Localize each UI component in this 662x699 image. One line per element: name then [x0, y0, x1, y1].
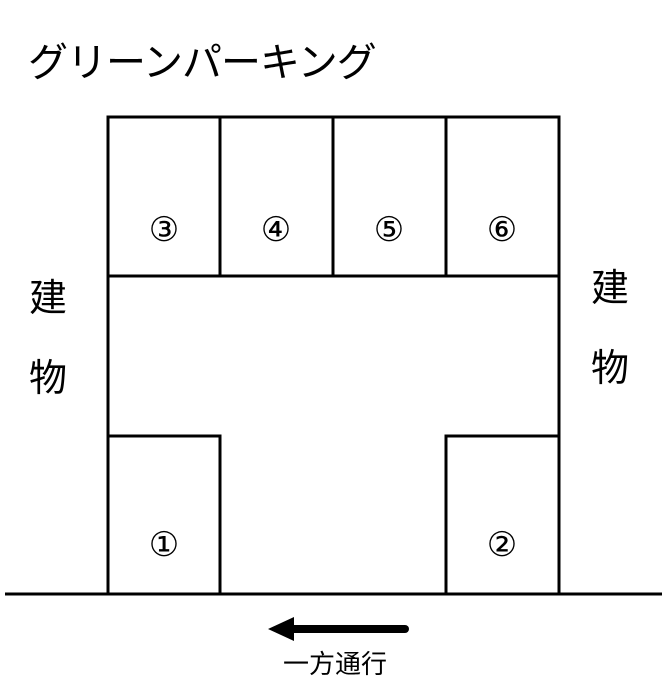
parking-space-1-label: ① [148, 525, 180, 565]
left-arrow-icon [268, 617, 409, 641]
parking-space-6-label: ⑥ [486, 210, 518, 250]
parking-space-2-label: ② [486, 525, 518, 565]
parking-space-3-label: ③ [148, 210, 180, 250]
parking-space-6-outline [444, 115, 561, 278]
parking-space-4-outline [218, 115, 335, 278]
building-left-label: 建 物 [28, 276, 67, 400]
parking-space-2-outline [444, 434, 559, 594]
building-right-label: 建 物 [590, 266, 629, 390]
parking-space-5-outline [331, 115, 448, 278]
parking-space-3-outline [106, 115, 222, 278]
page-title: グリーンパーキング [28, 40, 377, 86]
parking-space-1-outline [108, 434, 222, 594]
one-way-label: 一方通行 [282, 650, 387, 680]
parking-space-5-label: ⑤ [373, 210, 405, 250]
parking-space-4-label: ④ [260, 210, 292, 250]
